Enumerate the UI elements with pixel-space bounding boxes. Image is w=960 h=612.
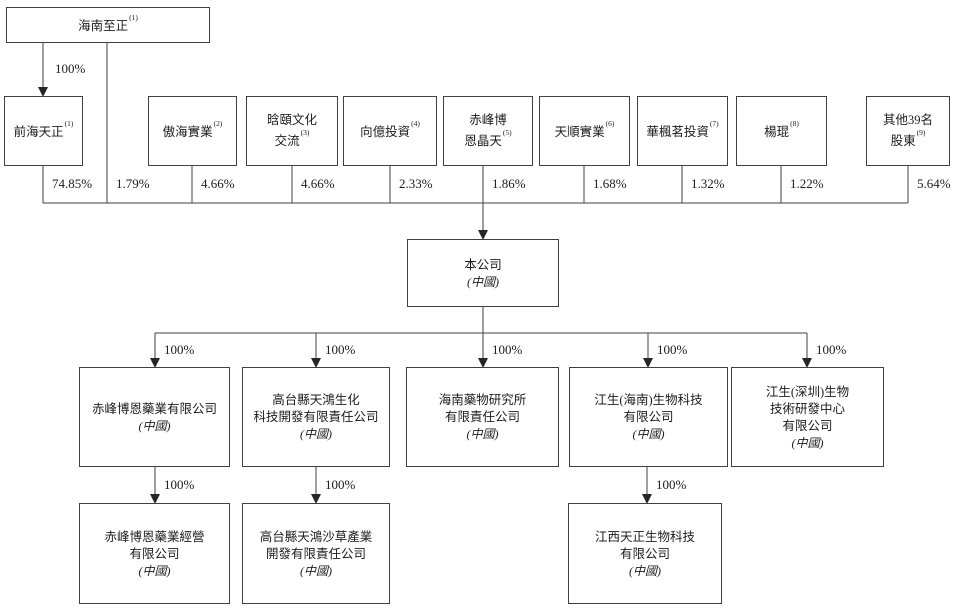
entity-hainan-pharma-institute: 海南藥物研究所 有限責任公司 (中國)	[406, 367, 559, 467]
ownership-percent: 1.86%	[492, 176, 526, 191]
entity-label: 江生(海南)生物科技 有限公司	[594, 392, 702, 426]
ownership-percent: 2.33%	[399, 176, 433, 191]
ownership-percent: 100%	[656, 477, 687, 492]
footnote-ref: (1)	[64, 119, 74, 129]
footnote-ref: (1)	[129, 13, 138, 23]
entity-company: 本公司 (中國)	[407, 239, 559, 307]
ownership-percent: 100%	[164, 477, 195, 492]
entity-label: 赤峰博恩藥業經營 有限公司	[104, 529, 204, 563]
ownership-percent: 100%	[492, 342, 523, 357]
entity-name: 天順實業	[554, 125, 605, 140]
region-label: (中國)	[138, 418, 171, 433]
entity-name: 海南至正	[78, 19, 129, 34]
footnote-ref: (7)	[709, 119, 719, 129]
ownership-percent: 100%	[325, 477, 356, 492]
footnote-ref: (6)	[605, 119, 615, 129]
entity-name: 晗頤文化 交流	[266, 112, 317, 149]
entity-yang-kun: 楊琨(8)	[736, 96, 827, 166]
entity-huafengming-touzi: 華楓茗投資(7)	[637, 96, 728, 166]
region-label: (中國)	[632, 427, 665, 441]
region-label: (中國)	[467, 274, 499, 289]
entity-jiangsheng-shenzhen-rnd: 江生(深圳)生物 技術研發中心 有限公司 (中國)	[731, 367, 884, 467]
region-label: (中國)	[300, 427, 332, 441]
entity-label: 江西天正生物科技 有限公司	[595, 529, 695, 563]
entity-name: 向億投資	[360, 125, 411, 140]
region-label: (中國)	[300, 563, 332, 578]
ownership-percent: 74.85%	[52, 176, 93, 191]
entity-label: 赤峰博 恩晶天(5)	[464, 112, 511, 150]
entity-label: 本公司	[464, 257, 502, 274]
entity-gaotai-tianhong-biochem: 高台縣天鴻生化 科技開發有限責任公司 (中國)	[242, 367, 390, 467]
entity-other-39-shareholders: 其他39名 股東(9)	[866, 96, 950, 166]
ownership-percent: 100%	[816, 342, 847, 357]
entity-label: 華楓茗投資(7)	[646, 119, 719, 141]
footnote-ref: (4)	[411, 119, 420, 129]
entity-jiangsheng-hainan-biotech: 江生(海南)生物科技 有限公司 (中國)	[569, 367, 728, 467]
entity-name: 高台縣天鴻生化 科技開發有限責任公司	[253, 393, 379, 424]
ownership-percent: 5.64%	[917, 176, 951, 191]
ownership-percent: 100%	[164, 342, 195, 357]
ownership-percent: 4.66%	[301, 176, 335, 191]
entity-name: 本公司	[464, 257, 502, 272]
entity-chifeng-boen-jingtian: 赤峰博 恩晶天(5)	[443, 96, 533, 166]
entity-label: 海南至正(1)	[78, 13, 138, 35]
region-label: (中國)	[791, 435, 824, 450]
region-label: (中國)	[629, 563, 661, 578]
entity-label: 高台縣天鴻生化 科技開發有限責任公司	[253, 392, 378, 426]
entity-name: 其他39名 股東	[882, 112, 933, 149]
region-label: (中國)	[138, 563, 171, 578]
entity-name: 赤峰博恩藥業經營 有限公司	[104, 529, 205, 561]
region-label: (中國)	[466, 427, 499, 441]
entity-gaotai-tianhong-shacao: 高台縣天鴻沙草產業 開發有限責任公司 (中國)	[242, 503, 390, 604]
entity-name: 傲海實業	[162, 125, 213, 140]
ownership-percent-direct: 1.79%	[116, 176, 150, 191]
entity-xiangyi-touzi: 向億投資(4)	[343, 96, 437, 166]
entity-hainan-zhizheng: 海南至正(1)	[6, 7, 210, 43]
entity-tianshun-shiye: 天順實業(6)	[539, 96, 630, 166]
entity-label: 晗頤文化 交流(3)	[267, 112, 317, 150]
entity-name: 高台縣天鴻沙草產業 開發有限責任公司	[259, 529, 373, 561]
entity-qianhai-tianzheng: 前海天正(1)	[4, 96, 83, 166]
ownership-percent-qianhai: 100%	[55, 61, 86, 76]
entity-name: 楊琨	[764, 125, 790, 140]
ownership-percent: 100%	[325, 342, 356, 357]
entity-hanyi-wenhua-jiaoliu: 晗頤文化 交流(3)	[246, 96, 338, 166]
entity-name: 赤峰博恩藥業有限公司	[91, 401, 217, 416]
entity-label: 其他39名 股東(9)	[883, 112, 933, 150]
entity-label: 向億投資(4)	[360, 119, 420, 141]
entity-label: 前海天正(1)	[13, 119, 74, 141]
entity-chifeng-boen-operating: 赤峰博恩藥業經營 有限公司 (中國)	[79, 503, 230, 604]
entity-name: 江西天正生物科技 有限公司	[594, 529, 695, 561]
entity-label: 赤峰博恩藥業有限公司	[92, 401, 217, 418]
entity-label: 江生(深圳)生物 技術研發中心 有限公司	[766, 384, 849, 435]
entity-name: 華楓茗投資	[646, 125, 709, 140]
ownership-percent: 100%	[657, 342, 688, 357]
entity-jiangxi-tianzheng-biotech: 江西天正生物科技 有限公司 (中國)	[568, 503, 722, 604]
entity-label: 海南藥物研究所 有限責任公司	[439, 392, 527, 426]
footnote-ref: (3)	[300, 127, 310, 137]
footnote-ref: (8)	[790, 119, 799, 129]
entity-label: 楊琨(8)	[764, 119, 799, 141]
ownership-percent: 1.22%	[790, 176, 824, 191]
ownership-percent: 4.66%	[201, 176, 235, 191]
footnote-ref: (5)	[502, 127, 512, 137]
entity-name: 赤峰博 恩晶天	[464, 112, 507, 149]
ownership-percent: 1.32%	[691, 176, 725, 191]
entity-label: 高台縣天鴻沙草產業 開發有限責任公司	[260, 529, 373, 563]
entity-label: 傲海實業(2)	[162, 119, 223, 141]
entity-label: 天順實業(6)	[554, 119, 615, 141]
entity-aohai-shiye: 傲海實業(2)	[148, 96, 237, 166]
entity-name: 海南藥物研究所 有限責任公司	[438, 393, 527, 424]
entity-chifeng-boen-pharma: 赤峰博恩藥業有限公司 (中國)	[79, 367, 230, 467]
ownership-percent: 1.68%	[593, 176, 627, 191]
entity-name: 江生(深圳)生物 技術研發中心 有限公司	[765, 384, 850, 433]
footnote-ref: (2)	[213, 119, 223, 129]
footnote-ref: (9)	[916, 127, 926, 137]
entity-name: 江生(海南)生物科技 有限公司	[594, 393, 703, 424]
entity-name: 前海天正	[13, 125, 64, 140]
